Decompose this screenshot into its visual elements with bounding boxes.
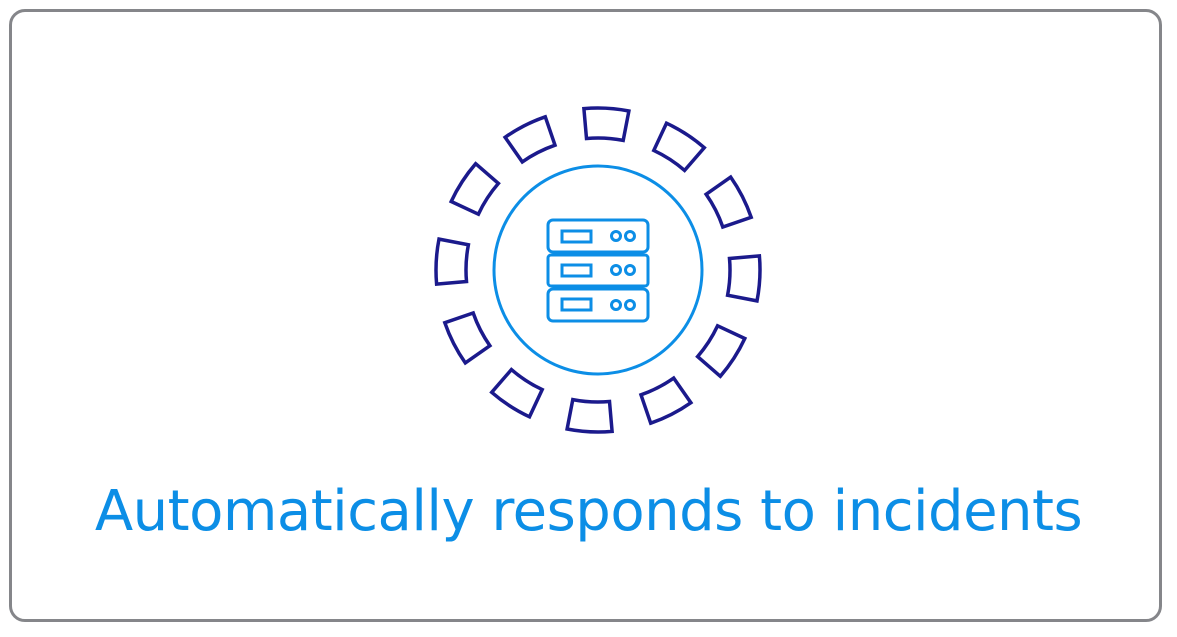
- server-led-top-1: [610, 230, 622, 242]
- server-unit-top: [546, 218, 650, 254]
- ring-segment: [582, 106, 631, 143]
- ring-segment: [638, 375, 694, 426]
- server-slot-middle: [560, 263, 593, 278]
- ring-segment: [442, 310, 493, 366]
- server-led-middle-1: [610, 264, 622, 276]
- ring-segment: [651, 120, 707, 173]
- server-led-middle-2: [624, 264, 636, 276]
- caption-title: Automatically responds to incidents: [94, 479, 1083, 544]
- ring-segment: [502, 114, 558, 165]
- ring-segment: [489, 367, 545, 420]
- ring-segment: [434, 237, 471, 286]
- server-unit-bottom: [546, 287, 650, 323]
- server-slot-top: [560, 229, 593, 244]
- server-unit-middle: [546, 253, 650, 288]
- dashed-ring-icon: [434, 106, 762, 434]
- server-led-bottom-1: [610, 299, 622, 311]
- server-slot-bottom: [560, 297, 593, 312]
- inner-circle: [492, 164, 704, 376]
- server-led-top-2: [624, 230, 636, 242]
- ring-segment: [725, 254, 762, 303]
- ring-segment: [695, 323, 748, 379]
- ring-segment: [703, 174, 754, 230]
- server-rack-icon: [546, 218, 650, 323]
- ring-segment: [448, 161, 501, 217]
- ring-segment: [565, 397, 614, 434]
- server-led-bottom-2: [624, 299, 636, 311]
